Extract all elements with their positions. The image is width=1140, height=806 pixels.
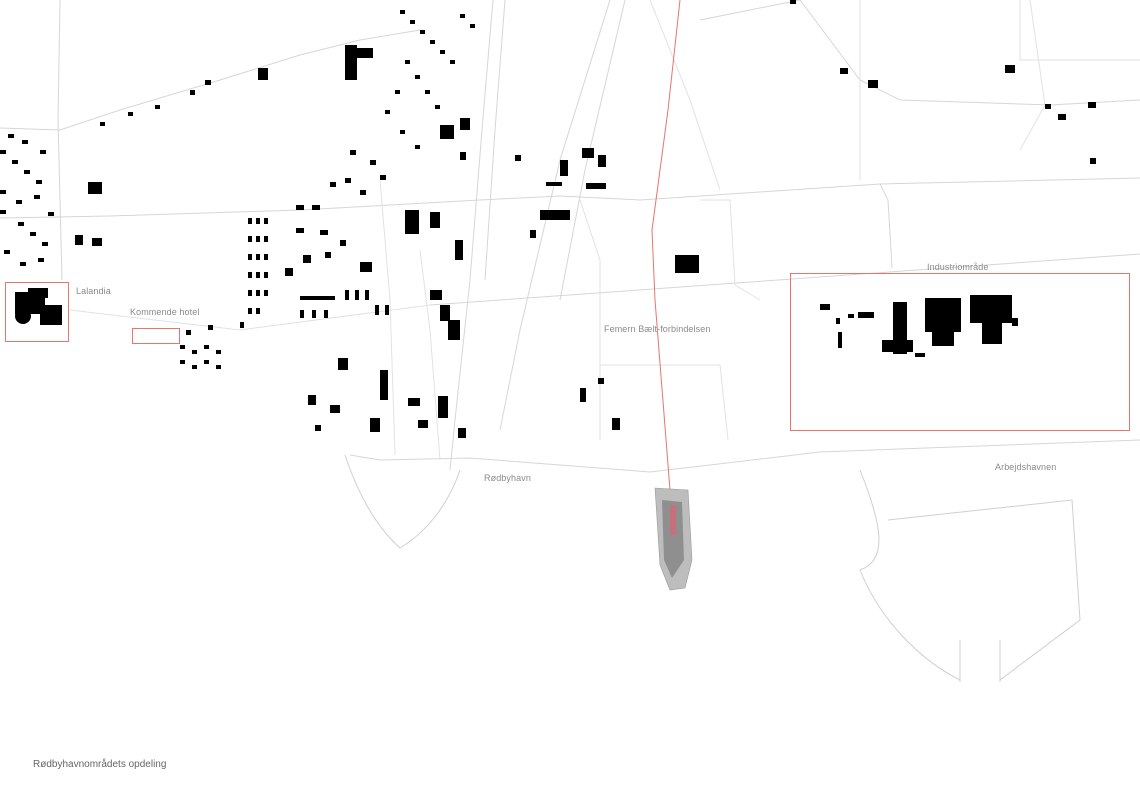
buildings-north-scatter	[100, 0, 1096, 164]
buildings-town-residential	[180, 10, 475, 369]
coastline	[344, 454, 1081, 682]
tunnel-portal-island	[654, 487, 693, 591]
buildings-lalandia	[15, 182, 102, 325]
lalandia-frame	[5, 282, 69, 342]
industrial-area-frame	[790, 273, 1130, 431]
label-arbejdshavnen: Arbejdshavnen	[995, 462, 1057, 472]
buildings-residential-west	[0, 134, 54, 266]
hotel-frame	[132, 328, 180, 344]
buildings-industrial-area	[820, 295, 1018, 357]
buildings-town-commercial	[308, 148, 699, 438]
label-rodbyhavn: Rødbyhavn	[484, 473, 531, 483]
road-network	[0, 0, 1140, 473]
femern-link-line	[651, 0, 681, 491]
map-caption: Rødbyhavnområdets opdeling	[33, 759, 167, 770]
label-femern: Femern Bælt-forbindelsen	[604, 324, 711, 334]
label-kommende-hotel: Kommende hotel	[130, 307, 200, 317]
label-industriomrade: Industriområde	[927, 262, 989, 272]
label-lalandia: Lalandia	[76, 286, 111, 296]
